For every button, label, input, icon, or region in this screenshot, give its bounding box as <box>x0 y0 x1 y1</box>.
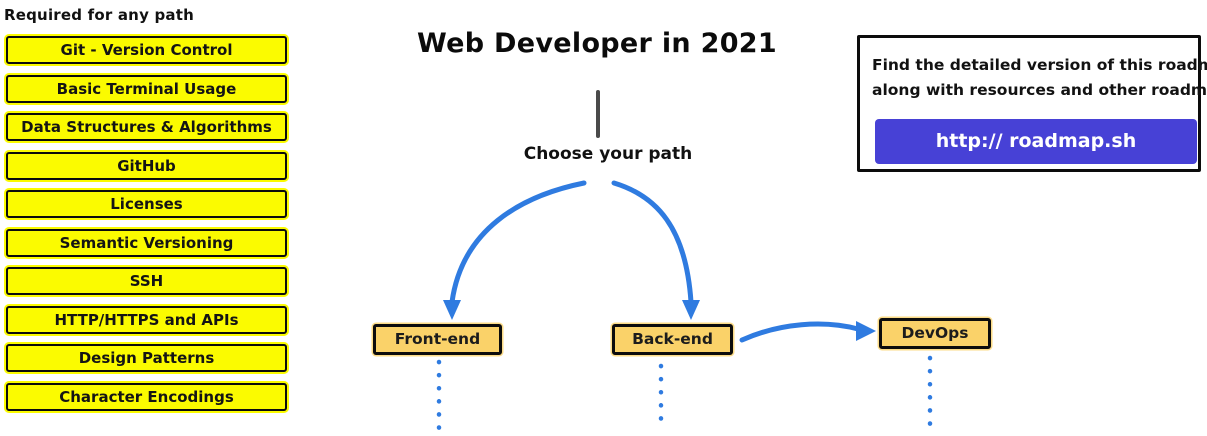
info-box: Find the detailed version of this roadma… <box>857 35 1207 172</box>
stem-line <box>596 90 600 138</box>
sidebar-header: Required for any path <box>4 6 194 24</box>
topic-ssh[interactable]: SSH <box>6 267 287 295</box>
split-arrow-right-icon <box>611 180 700 320</box>
topic-github[interactable]: GitHub <box>6 151 287 180</box>
topic-git-version-control[interactable]: Git - Version Control <box>6 36 287 64</box>
roadmap-url-button[interactable]: http:// roadmap.sh <box>875 119 1197 164</box>
path-box-back-end[interactable]: Back-end <box>612 324 733 355</box>
topic-design-patterns[interactable]: Design Patterns <box>6 344 287 372</box>
required-topics-list: Git - Version Control Basic Terminal Usa… <box>6 36 287 411</box>
topic-http-https-apis[interactable]: HTTP/HTTPS and APIs <box>6 305 287 334</box>
info-text: Find the detailed version of this roadma… <box>860 38 1207 103</box>
topic-basic-terminal-usage[interactable]: Basic Terminal Usage <box>6 74 287 103</box>
path-box-front-end[interactable]: Front-end <box>373 324 502 355</box>
topic-semantic-versioning[interactable]: Semantic Versioning <box>6 228 287 257</box>
page-title: Web Developer in 2021 <box>417 28 777 59</box>
backend-to-devops-arrow-icon <box>739 321 876 343</box>
topic-data-structures-algorithms[interactable]: Data Structures & Algorithms <box>6 113 287 141</box>
info-text-line2: along with resources and other roadmaps <box>872 81 1207 99</box>
path-box-devops[interactable]: DevOps <box>879 318 991 349</box>
topic-character-encodings[interactable]: Character Encodings <box>6 382 287 411</box>
info-text-line1: Find the detailed version of this roadma… <box>872 56 1207 74</box>
split-arrow-left-icon <box>443 180 587 320</box>
topic-licenses[interactable]: Licenses <box>6 190 287 218</box>
choose-path-label: Choose your path <box>523 144 693 164</box>
